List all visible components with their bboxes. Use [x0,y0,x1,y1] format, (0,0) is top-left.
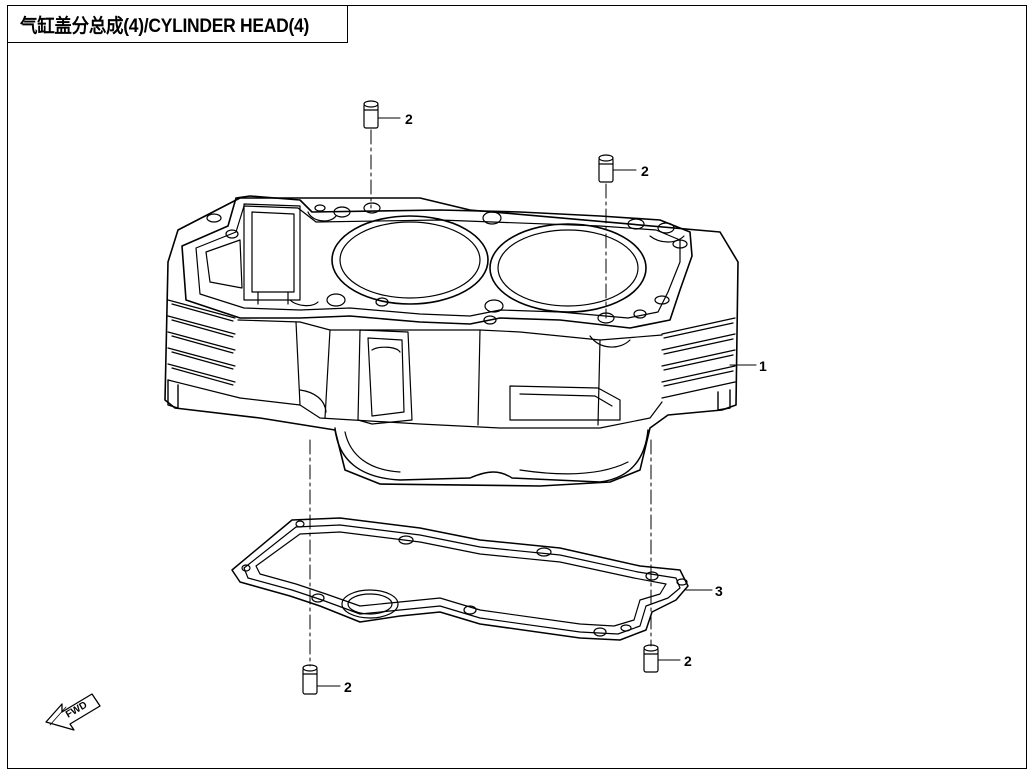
assembly-centerlines [309,129,652,667]
callout-dowel-bottom-right: 2 [684,653,692,669]
callout-dowel-top-right: 2 [641,163,649,179]
fwd-arrow-icon: FWD [45,693,101,731]
dowel-pin-bottom-right [643,644,659,673]
cylinder-gasket [231,517,689,641]
callout-cylinder-body: 1 [759,358,767,374]
leader-lines [316,117,757,687]
diagram-frame [7,5,1027,769]
callout-dowel-top-left: 2 [405,111,413,127]
title-box: 气缸盖分总成(4)/CYLINDER HEAD(4) [7,5,348,43]
cylinder-block [164,195,739,487]
callout-gasket: 3 [715,583,723,599]
diagram-title: 气缸盖分总成(4)/CYLINDER HEAD(4) [20,15,310,37]
dowel-pin-top-right [598,154,614,183]
callout-dowel-bottom-left: 2 [344,679,352,695]
dowel-pin-top-left [363,100,379,129]
dowel-pin-bottom-left [302,664,318,695]
